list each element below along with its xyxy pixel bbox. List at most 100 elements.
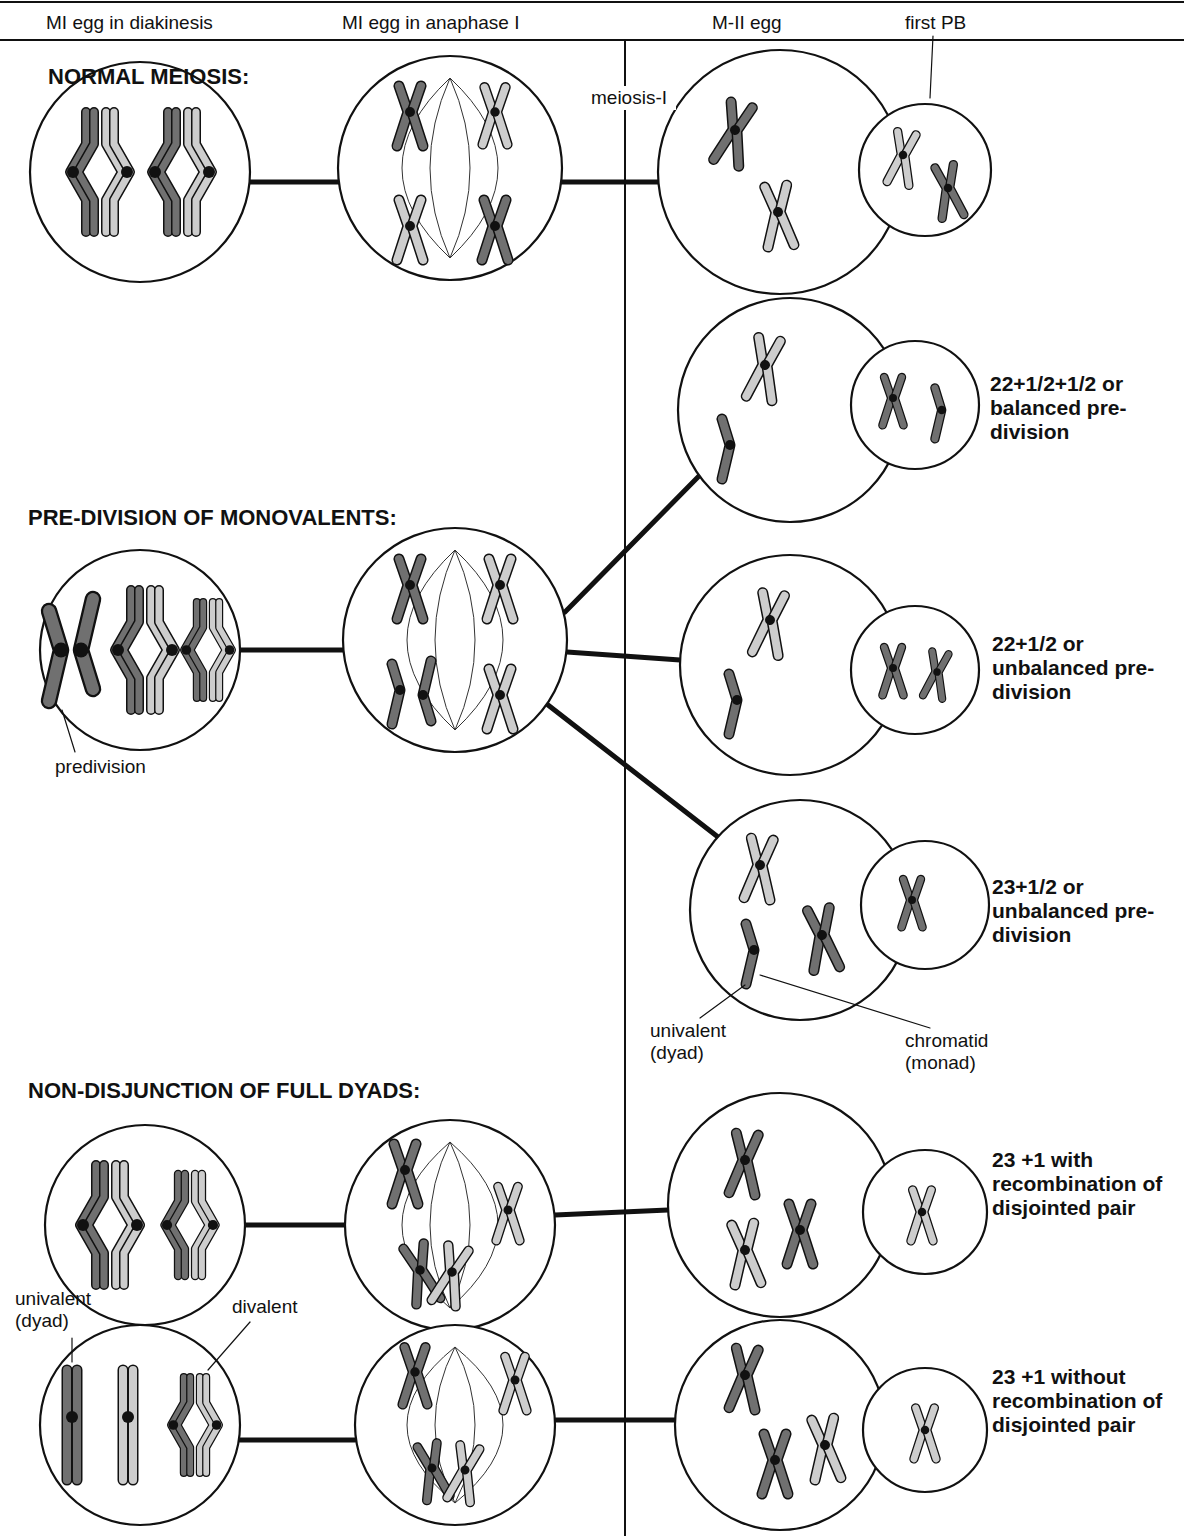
chromatid-outline (777, 1434, 788, 1494)
chromatid-fill (412, 86, 423, 146)
monad-chromatid (722, 419, 735, 479)
polar-body (851, 341, 979, 469)
chromatid-fill (73, 1370, 81, 1480)
chromatid-fill (397, 559, 408, 619)
leader-line (71, 1338, 72, 1362)
univalent-chromosome (122, 1370, 134, 1480)
centromere (490, 221, 500, 231)
stage-label: meiosis-I (582, 86, 676, 110)
centromere (212, 1420, 222, 1430)
section-heading: NORMAL MEIOSIS: (48, 64, 448, 89)
chromatid-outline (895, 647, 904, 695)
monad-chromatid (392, 664, 405, 724)
chromatid-fill (190, 602, 203, 698)
chromatid-fill (483, 87, 493, 144)
centromere (122, 1411, 134, 1423)
chromatid-outline (503, 1357, 513, 1411)
chromatid-fill (417, 1347, 427, 1404)
dyad-chromosome (397, 559, 423, 619)
chromatid-outline (895, 377, 904, 425)
centromere (937, 406, 946, 415)
centromere (729, 124, 741, 136)
chromatid-fill (412, 559, 423, 619)
egg-outline (343, 528, 567, 752)
dyad-chromosome (887, 131, 918, 185)
chromatid-fill (129, 1370, 137, 1480)
centromere (908, 896, 916, 904)
chromatid-fill (728, 105, 754, 166)
dyad-chromosome (902, 879, 923, 927)
chromatid-outline (171, 1174, 185, 1276)
centromere (414, 1264, 426, 1276)
centromere (490, 107, 500, 117)
dyad-chromosome (403, 1347, 428, 1404)
dyad-chromosome (933, 164, 964, 218)
chromatid-outline (118, 1370, 129, 1480)
centromere (166, 644, 178, 656)
connector-line (240, 648, 345, 653)
callout-label: univalent (dyad) (650, 1020, 762, 1064)
chromatid-fill (802, 1204, 813, 1264)
dyad-chromosome (762, 1434, 788, 1494)
chromatid-fill (407, 1144, 418, 1204)
dyad-chromosome (729, 1348, 760, 1410)
callout-label: divalent (232, 1296, 342, 1318)
dyad-chromosome (763, 185, 794, 247)
chromatid-outline (445, 1249, 470, 1307)
chromatid-outline (482, 200, 493, 260)
chromatid-fill (510, 1187, 520, 1241)
chromatid-fill (895, 647, 904, 695)
chromatid-outline (914, 1408, 923, 1459)
chromatid-fill (392, 1144, 403, 1204)
column-header: MI egg in diakinesis (46, 12, 346, 34)
chromatid-outline (72, 1370, 83, 1480)
dyad-chromosome (714, 102, 755, 167)
chromatid-fill (502, 669, 513, 729)
centromere (511, 1376, 520, 1385)
chromatid-fill (503, 1357, 513, 1411)
monad-chromatid (74, 599, 94, 689)
bivalent-chromosome (162, 1174, 218, 1276)
chromatid-outline (900, 134, 918, 186)
dyad-chromosome (883, 377, 904, 425)
frame-line (0, 39, 1184, 41)
chromatid-outline (412, 559, 423, 619)
centromere (112, 644, 124, 656)
chromatid-fill (412, 200, 423, 260)
chromatid-fill (517, 1357, 527, 1411)
centromere (208, 1220, 218, 1230)
chromatid-fill (397, 86, 408, 146)
chromatid-fill (177, 1377, 190, 1473)
leader-line (930, 36, 933, 98)
chromatid-fill (924, 1190, 933, 1241)
connector-line (240, 1438, 355, 1443)
chromatid-outline (487, 559, 498, 619)
chromatid-fill (883, 377, 892, 425)
dyad-chromosome (503, 1357, 526, 1411)
leader-line (62, 710, 75, 752)
centromere (66, 1411, 78, 1423)
centromere (405, 221, 415, 231)
chromatid-outline (62, 1370, 73, 1480)
chromatid-outline (177, 1377, 190, 1473)
chromatid-outline (914, 879, 923, 927)
chromatid-outline (487, 669, 498, 729)
chromatid-outline (761, 340, 782, 401)
connector-line (560, 180, 660, 185)
connector-line (567, 652, 680, 660)
centromere (203, 166, 215, 178)
centromere (74, 643, 89, 658)
dyad-chromosome (447, 1445, 481, 1503)
egg-outline (675, 1320, 885, 1530)
dyad-chromosome (729, 1133, 760, 1195)
chromatid-fill (88, 1165, 104, 1285)
egg-outline (338, 56, 562, 280)
monad-chromatid (729, 674, 742, 734)
bivalent-chromosome (112, 590, 178, 710)
section-heading: PRE-DIVISION OF MONOVALENTS: (28, 505, 468, 530)
dyad-chromosome (914, 1408, 936, 1459)
chromatid-fill (762, 1434, 773, 1494)
dyad-chromosome (787, 1204, 813, 1264)
chromatid-fill (482, 200, 493, 260)
chromatid-fill (171, 1174, 185, 1276)
